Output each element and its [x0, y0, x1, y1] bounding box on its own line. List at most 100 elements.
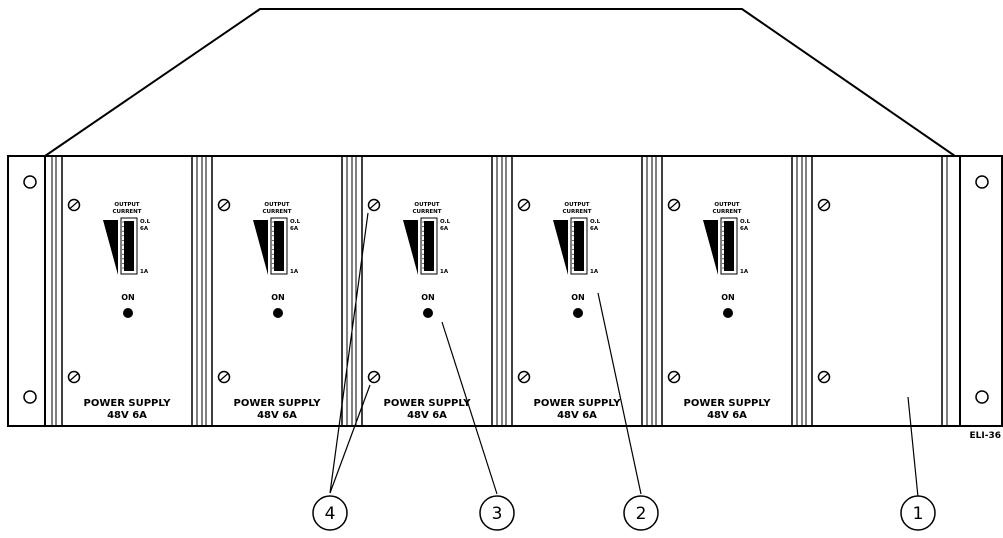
- mounting-hole-bottom-right: [975, 390, 989, 404]
- module-name-line2: 48V 6A: [707, 410, 747, 421]
- meter-title-line1: OUTPUT: [564, 202, 589, 208]
- meter-title-line1: OUTPUT: [264, 202, 289, 208]
- screw-slot: [69, 201, 79, 209]
- meter-title-line2: CURRENT: [712, 209, 741, 215]
- leader-3: [441, 321, 498, 495]
- meter-wedge: [103, 220, 118, 275]
- leader-4a: [329, 212, 369, 494]
- scale-bottom: 1A: [140, 269, 149, 275]
- meter-wedge: [403, 220, 418, 275]
- meter-title-line1: OUTPUT: [114, 202, 139, 208]
- led-bar-fill: [274, 221, 284, 271]
- module-6: [801, 156, 948, 426]
- callout-4-circle: [312, 495, 348, 531]
- meter-wedge: [703, 220, 718, 275]
- module-name-line1: POWER SUPPLY: [84, 398, 172, 409]
- screw-slot: [819, 373, 829, 381]
- meter-wedge: [253, 220, 268, 275]
- callout-1-label: 1: [913, 504, 924, 524]
- screw-slot: [519, 373, 529, 381]
- scale-bottom: 1A: [440, 269, 449, 275]
- callout-2: 2: [623, 495, 659, 531]
- scale-bottom: 1A: [590, 269, 599, 275]
- callout-1: 1: [900, 495, 936, 531]
- module-name-line2: 48V 6A: [407, 410, 447, 421]
- led-bar-fill: [574, 221, 584, 271]
- scale-top-line2: 6A: [440, 226, 449, 232]
- meter-title-line1: OUTPUT: [414, 202, 439, 208]
- leader-4b: [329, 384, 371, 494]
- rack-frame: [7, 155, 1003, 427]
- callout-3: 3: [479, 495, 515, 531]
- callout-4-label: 4: [325, 504, 336, 524]
- led-bar-fill: [724, 221, 734, 271]
- scale-top-line2: 6A: [290, 226, 299, 232]
- leader-lines: [329, 212, 919, 498]
- module-name-line1: POWER SUPPLY: [534, 398, 622, 409]
- screw-slot: [669, 373, 679, 381]
- callout-1-circle: [900, 495, 936, 531]
- screw-slot: [69, 373, 79, 381]
- led-bar-fill: [124, 221, 134, 271]
- chassis-top-cover: [41, 8, 959, 157]
- leader-2: [597, 292, 642, 495]
- led-bar-fill: [424, 221, 434, 271]
- screw-slot: [369, 373, 379, 381]
- scale-top-line2: 6A: [590, 226, 599, 232]
- indicator-label: ON: [571, 293, 585, 302]
- scale-top-line1: O.L: [590, 219, 601, 225]
- scale-bottom: 1A: [740, 269, 749, 275]
- callout-2-label: 2: [636, 504, 647, 524]
- screw-slot: [669, 201, 679, 209]
- indicator-label: ON: [421, 293, 435, 302]
- drawing-code: ELI-36: [970, 431, 1002, 441]
- meter-title-line2: CURRENT: [562, 209, 591, 215]
- callout-3-label: 3: [492, 504, 503, 524]
- scale-top-line1: O.L: [440, 219, 451, 225]
- screw-slot: [519, 201, 529, 209]
- mounting-hole-bottom-left: [23, 390, 37, 404]
- indicator-label: ON: [271, 293, 285, 302]
- meter-title-line2: CURRENT: [262, 209, 291, 215]
- meter-wedge: [553, 220, 568, 275]
- screw-slot: [369, 201, 379, 209]
- scale-top-line1: O.L: [140, 219, 151, 225]
- scale-top-line2: 6A: [740, 226, 749, 232]
- module-name-line2: 48V 6A: [257, 410, 297, 421]
- mounting-hole-top-left: [23, 175, 37, 189]
- module-name-line1: POWER SUPPLY: [234, 398, 322, 409]
- screw-slot: [819, 201, 829, 209]
- module-name-line2: 48V 6A: [557, 410, 597, 421]
- scale-top-line2: 6A: [140, 226, 149, 232]
- module-name-line1: POWER SUPPLY: [684, 398, 772, 409]
- screw-slot: [219, 201, 229, 209]
- module-name-line2: 48V 6A: [107, 410, 147, 421]
- meter-title-line2: CURRENT: [412, 209, 441, 215]
- module-name-line1: POWER SUPPLY: [384, 398, 472, 409]
- screw-slot: [219, 373, 229, 381]
- callout-3-circle: [479, 495, 515, 531]
- callout-2-circle: [623, 495, 659, 531]
- meter-title-line1: OUTPUT: [714, 202, 739, 208]
- meter-title-line2: CURRENT: [112, 209, 141, 215]
- mounting-hole-top-right: [975, 175, 989, 189]
- on-indicator-led: [723, 308, 733, 318]
- callout-4: 4: [312, 495, 348, 531]
- on-indicator-led: [123, 308, 133, 318]
- scale-top-line1: O.L: [740, 219, 751, 225]
- on-indicator-led: [423, 308, 433, 318]
- on-indicator-led: [273, 308, 283, 318]
- scale-top-line1: O.L: [290, 219, 301, 225]
- indicator-label: ON: [721, 293, 735, 302]
- leader-1: [907, 396, 919, 498]
- scale-bottom: 1A: [290, 269, 299, 275]
- on-indicator-led: [573, 308, 583, 318]
